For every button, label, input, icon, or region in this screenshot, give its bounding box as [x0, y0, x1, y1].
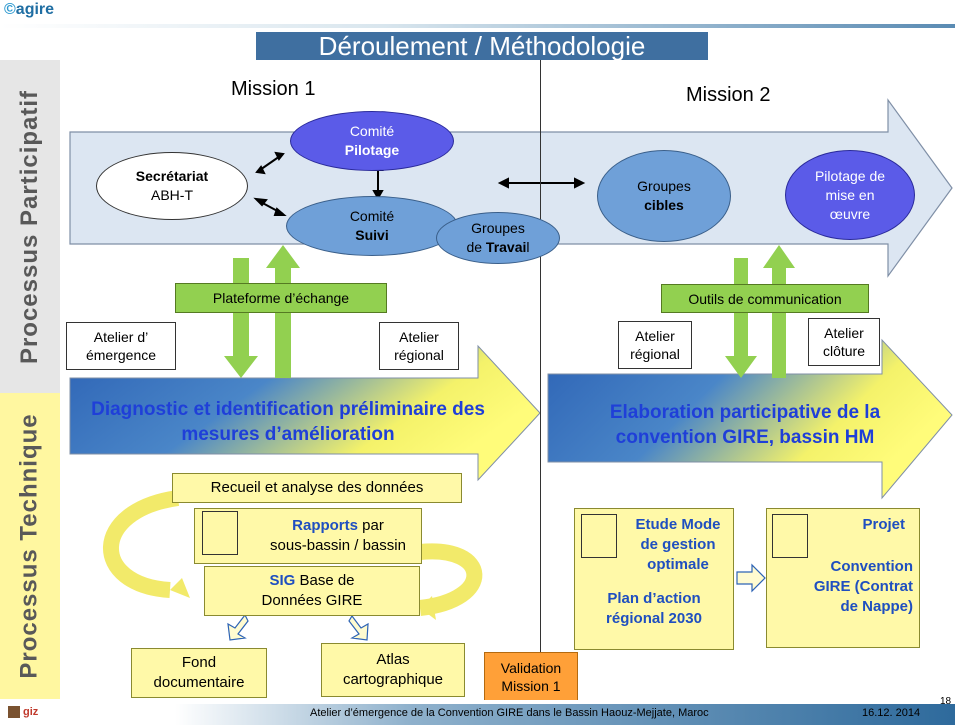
sig-box: SIG Base de Données GIRE — [204, 566, 420, 616]
giz-logo: giz — [8, 706, 38, 719]
sidebar-participatory: Processus Participatif — [0, 60, 60, 393]
mission-2-label: Mission 2 — [686, 84, 771, 106]
pilotage-oeuvre-text: Pilotage de mise en œuvre — [814, 167, 886, 222]
atelier-cloture-box: Atelier clôture — [808, 318, 880, 366]
atelier-emergence-box: Atelier d’ émergence — [66, 322, 176, 370]
sidebar-technical: Processus Technique — [0, 393, 60, 699]
footer-text: Atelier d’émergence de la Convention GIR… — [310, 707, 709, 719]
sig-line1: SIG Base de — [269, 572, 355, 589]
etude-document-icon — [581, 514, 617, 558]
groupes-cibles-ellipse: Groupes cibles — [597, 150, 731, 242]
page-number: 18 — [940, 696, 952, 707]
fond-text: Fond documentaire — [153, 654, 245, 691]
comite-suivi-bold: Suivi — [355, 227, 389, 243]
arrow-to-fond — [227, 613, 249, 641]
projet-box: Projet Convention GIRE (Contrat de Nappe… — [766, 508, 920, 648]
groupes-cibles-bold: cibles — [644, 197, 684, 213]
projet-text: Projet — [862, 516, 905, 533]
elaboration-text: Elaboration participative de la conventi… — [609, 402, 881, 448]
validation-box: Validation Mission 1 — [484, 652, 578, 702]
secretariat-bold: Secrétariat — [135, 168, 209, 184]
convention-text: Convention GIRE (Contrat de Nappe) — [813, 558, 913, 615]
groupes-travail-ellipse: Groupes de Travail — [436, 212, 560, 264]
secretariat-ellipse: Secrétariat ABH-T — [96, 152, 248, 220]
projet-document-icon — [772, 514, 808, 558]
sig-line2: Données GIRE — [261, 592, 363, 609]
arrow-to-atlas — [348, 614, 369, 641]
recueil-box: Recueil et analyse des données — [172, 473, 462, 503]
atlas-text: Atlas cartographique — [342, 651, 444, 688]
top-gradient-bar — [0, 24, 955, 28]
groupes-travail-line1: Groupes — [471, 220, 525, 236]
curved-arrow-right — [418, 543, 483, 616]
validation-text: Validation Mission 1 — [500, 660, 562, 694]
comite-pilotage-bold: Pilotage — [344, 142, 400, 158]
diagnostic-text: Diagnostic et identification préliminair… — [91, 399, 485, 445]
comite-pilotage-ellipse: Comité Pilotage — [290, 111, 454, 171]
curved-arrow-left — [103, 490, 180, 598]
comite-suivi-normal: Comité — [349, 208, 395, 224]
atelier-regional-2-box: Atelier régional — [618, 321, 692, 369]
comite-pilotage-normal: Comité — [349, 123, 395, 139]
elaboration-arrow — [547, 338, 953, 500]
green-arrow-down-1 — [224, 258, 258, 378]
mission-divider — [540, 60, 541, 700]
plateforme-label: Plateforme d’échange — [175, 283, 387, 313]
green-arrow-down-2 — [725, 258, 757, 378]
outils-label: Outils de communication — [661, 284, 869, 313]
groupes-travail-line2: de Travail — [466, 239, 530, 255]
footer-strip — [175, 704, 955, 725]
rapports-line1: Rapports par — [292, 517, 384, 534]
plan-text: Plan d’action régional 2030 — [606, 590, 702, 627]
secretariat-normal: ABH-T — [151, 187, 193, 203]
comite-suivi-ellipse: Comité Suivi — [286, 196, 458, 256]
agire-logo: ©agire — [4, 1, 55, 18]
page-title: Déroulement / Méthodologie — [256, 32, 708, 60]
mission-1-label: Mission 1 — [231, 78, 316, 100]
diagnostic-arrow — [69, 344, 541, 482]
etude-text: Etude Mode de gestion optimale — [635, 516, 721, 573]
arrow-to-projet — [736, 563, 766, 593]
atelier-regional-1-box: Atelier régional — [379, 322, 459, 370]
rapports-line2: sous-bassin / bassin — [270, 537, 406, 554]
atlas-box: Atlas cartographique — [321, 643, 465, 697]
groupes-cibles-normal: Groupes — [637, 178, 691, 194]
document-icon — [202, 511, 238, 555]
pilotage-oeuvre-ellipse: Pilotage de mise en œuvre — [785, 150, 915, 240]
fond-box: Fond documentaire — [131, 648, 267, 698]
footer-date: 16.12. 2014 — [862, 707, 921, 719]
